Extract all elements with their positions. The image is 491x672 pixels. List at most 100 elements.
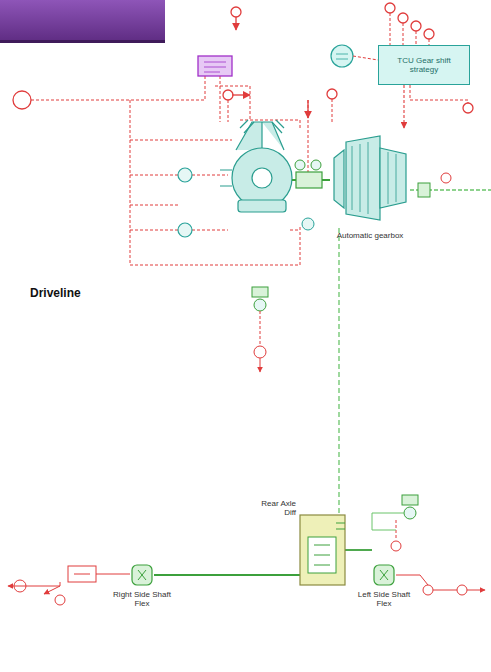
clutch-symbol <box>302 218 314 230</box>
differential-shape <box>314 523 345 565</box>
gearbox-shape <box>352 142 396 214</box>
signal-wires <box>130 205 180 206</box>
clutch-symbol <box>296 172 322 188</box>
signal-ports <box>231 7 241 17</box>
signal-wires <box>390 13 429 45</box>
engine-illustration <box>238 200 286 212</box>
signal-wires <box>228 100 229 122</box>
wheel-load-left <box>44 586 60 594</box>
clutch-symbol <box>292 179 330 181</box>
shaft-shape <box>374 565 394 585</box>
signal-arrows <box>307 100 308 118</box>
sensor-symbols <box>178 168 192 237</box>
speed-sensor <box>260 311 261 345</box>
connector-line <box>403 85 404 128</box>
signal-ports <box>424 29 434 39</box>
speed-sensor <box>254 299 266 311</box>
diff-shape <box>300 515 345 585</box>
signal-wires <box>410 85 468 103</box>
wheel-sensor <box>391 541 401 551</box>
signal-ports <box>13 91 31 109</box>
signal-wires <box>130 140 232 141</box>
shaft-shape <box>372 563 396 587</box>
output-shaft <box>410 173 491 197</box>
signal-wires <box>290 230 300 231</box>
node-label: Rear Axle Diff <box>252 499 296 517</box>
wheel-sensor <box>372 513 404 530</box>
signal-arrows <box>232 17 308 118</box>
wheel-load-left <box>26 574 130 586</box>
signal-wires <box>31 76 205 100</box>
section-heading: Driveline <box>30 286 81 300</box>
engine-ecu-block <box>198 56 232 76</box>
shaft-shape <box>132 565 152 585</box>
signal-wires <box>130 100 300 265</box>
gearbox-shape <box>334 150 344 208</box>
speed-sensor <box>254 346 266 358</box>
speed-sensor <box>260 358 261 372</box>
wheel-load-left <box>68 566 96 582</box>
sensor-symbols <box>178 168 192 182</box>
wheel-load-left <box>55 595 65 605</box>
gearbox-shape <box>346 136 380 220</box>
clutch-symbol <box>292 160 330 230</box>
differential-shape <box>300 515 345 585</box>
gear-lever-symbol <box>331 45 353 67</box>
clutch-symbol <box>311 160 321 170</box>
signal-ports <box>327 89 337 99</box>
signal-arrows <box>235 17 236 30</box>
shaft-node: Left Side Shaft Flex <box>372 563 396 587</box>
gearbox-shape <box>330 128 410 228</box>
node-label: Automatic gearbox <box>315 231 425 240</box>
engine-illustration <box>252 168 272 188</box>
speed-sensor <box>252 287 268 297</box>
signal-arrows <box>232 94 250 95</box>
engine-ecu-block <box>204 62 226 72</box>
output-shaft <box>418 183 430 197</box>
signal-ports <box>463 103 473 113</box>
signal-ports <box>223 90 233 100</box>
wheel-sensor <box>372 495 418 551</box>
clutch-symbol <box>295 160 305 170</box>
engine-illustration <box>220 120 292 212</box>
node-label: Right Side Shaft Flex <box>109 590 175 608</box>
connector-line <box>345 549 372 551</box>
wheel-sensor <box>404 507 416 519</box>
gear-lever-symbol <box>353 56 378 60</box>
wheel-load-left <box>8 586 26 587</box>
signal-ports <box>385 3 395 13</box>
gearbox-shape <box>380 148 406 208</box>
title-banner <box>0 0 165 42</box>
shaft-shape <box>380 570 388 580</box>
wheel-load-right <box>396 575 457 590</box>
wheel-load-right <box>457 585 467 595</box>
diff-node: Rear Axle Diff <box>300 515 345 585</box>
shaft-shape <box>130 563 154 587</box>
sensor-symbols <box>178 223 192 237</box>
connector-line <box>338 228 339 515</box>
wheel-sensor <box>402 495 418 505</box>
wheel-load-right <box>467 590 485 591</box>
shaft-node: Right Side Shaft Flex <box>130 563 154 587</box>
engine-illustration <box>236 122 284 150</box>
tcu-node: TCU Gear shift strategy <box>378 45 470 85</box>
wheel-load-right <box>423 585 433 595</box>
engine-illustration <box>220 170 232 186</box>
node-label: TCU Gear shift strategy <box>382 56 466 74</box>
signal-ports <box>398 13 408 23</box>
speed-sensor <box>252 287 268 372</box>
signal-wires <box>308 100 309 178</box>
title-banner <box>0 0 165 43</box>
shaft-shape <box>138 570 146 580</box>
output-shaft <box>441 173 451 183</box>
gearbox-node: Automatic gearbox <box>330 128 410 228</box>
signal-ports <box>411 21 421 31</box>
wheel-load-left <box>74 574 90 575</box>
gear-lever-symbol <box>336 54 348 59</box>
gear-lever-symbol <box>331 45 378 67</box>
wheel-load-left <box>8 566 130 605</box>
signal-wires <box>215 76 250 122</box>
engine-ecu-block <box>198 56 232 76</box>
